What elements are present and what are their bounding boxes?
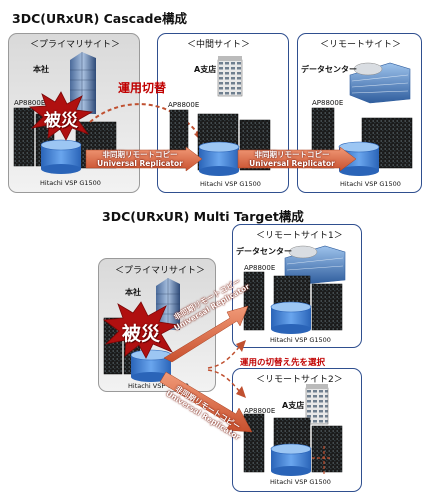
cascade-copy-arrow-2-label: 非同期リモートコピー Universal Replicator (242, 150, 342, 168)
disaster-blast-icon (28, 91, 94, 141)
branch-building-icon (305, 384, 329, 425)
multi-remote2-label: ＜リモートサイト2＞ (256, 375, 343, 385)
cascade-remote-ap-label: AP8800E (312, 99, 344, 107)
branch-building-icon (217, 56, 243, 97)
cascade-title: 3DC(URxUR) Cascade構成 (12, 11, 187, 26)
multi-a-shiten-label: A支店 (282, 401, 305, 410)
disaster-blast-icon (102, 301, 180, 359)
cascade-data-center-label: データセンター (301, 65, 357, 74)
cascade-remote-label: ＜リモートサイト＞ (320, 40, 402, 50)
data-center-building-icon (349, 62, 411, 104)
data-center-building-icon (284, 245, 346, 285)
failover-select-label: 運用の切替え先を選択 (240, 358, 326, 368)
cascade-middle-ap-label: AP8800E (168, 101, 200, 109)
dashed-marker-icon (312, 446, 330, 476)
cascade-remote-vsp-label: Hitachi VSP G1500 (340, 180, 401, 188)
multi-primary-vsp-label: Hitachi VSP G1500 (128, 382, 189, 390)
multi-copy-arrow-2 (159, 371, 253, 433)
cascade-primary-ap-label: AP8800E (14, 99, 46, 107)
failover-label: 運用切替 (118, 81, 167, 95)
cascade-primary-vsp-label: Hitachi VSP G1500 (40, 179, 101, 187)
cascade-a-shiten-label: A支店 (194, 65, 217, 74)
multi-remote1-label: ＜リモートサイト1＞ (256, 231, 343, 241)
multi-title: 3DC(URxUR) Multi Target構成 (102, 209, 304, 224)
failover-select-arrows (207, 340, 246, 398)
copy-label-line1: 非同期リモートコピー (102, 150, 178, 159)
cascade-copy-arrow-2 (237, 146, 357, 172)
cascade-disaster-label: 被災 (44, 111, 78, 131)
multi-copy-arrow-1 (163, 305, 249, 363)
multi-remote1-ap-label: AP8800E (244, 264, 276, 272)
multi-disaster-label: 被災 (122, 323, 161, 345)
copy-label-line1: 非同期リモートコピー (254, 150, 330, 159)
cascade-copy-arrow-1 (85, 146, 203, 172)
storage-cylinder-icon (40, 139, 82, 174)
multi-data-center-label: データセンター (236, 247, 292, 256)
copy-label-line2: Universal Replicator (249, 159, 335, 168)
storage-cylinder-icon (198, 141, 240, 176)
multi-remote2-ap-label: AP8800E (244, 407, 276, 415)
cascade-primary-label: ＜プライマリサイト＞ (30, 40, 121, 50)
cascade-honsha-label: 本社 (33, 65, 49, 74)
multi-remote2-vsp-label: Hitachi VSP G1500 (270, 478, 331, 486)
storage-cylinder-icon (130, 349, 172, 382)
storage-cylinder-icon (270, 301, 312, 334)
storage-cylinder-icon (270, 443, 312, 476)
multi-honsha-label: 本社 (125, 288, 141, 297)
office-tower-icon (156, 278, 180, 330)
multi-remote1-vsp-label: Hitachi VSP G1500 (270, 336, 331, 344)
cascade-copy-arrow-1-label: 非同期リモートコピー Universal Replicator (90, 150, 190, 168)
multi-primary-label: ＜プライマリサイト＞ (115, 266, 206, 276)
cascade-middle-label: ＜中間サイト＞ (187, 40, 251, 50)
copy-label-line2: Universal Replicator (97, 159, 183, 168)
cascade-middle-vsp-label: Hitachi VSP G1500 (200, 180, 261, 188)
